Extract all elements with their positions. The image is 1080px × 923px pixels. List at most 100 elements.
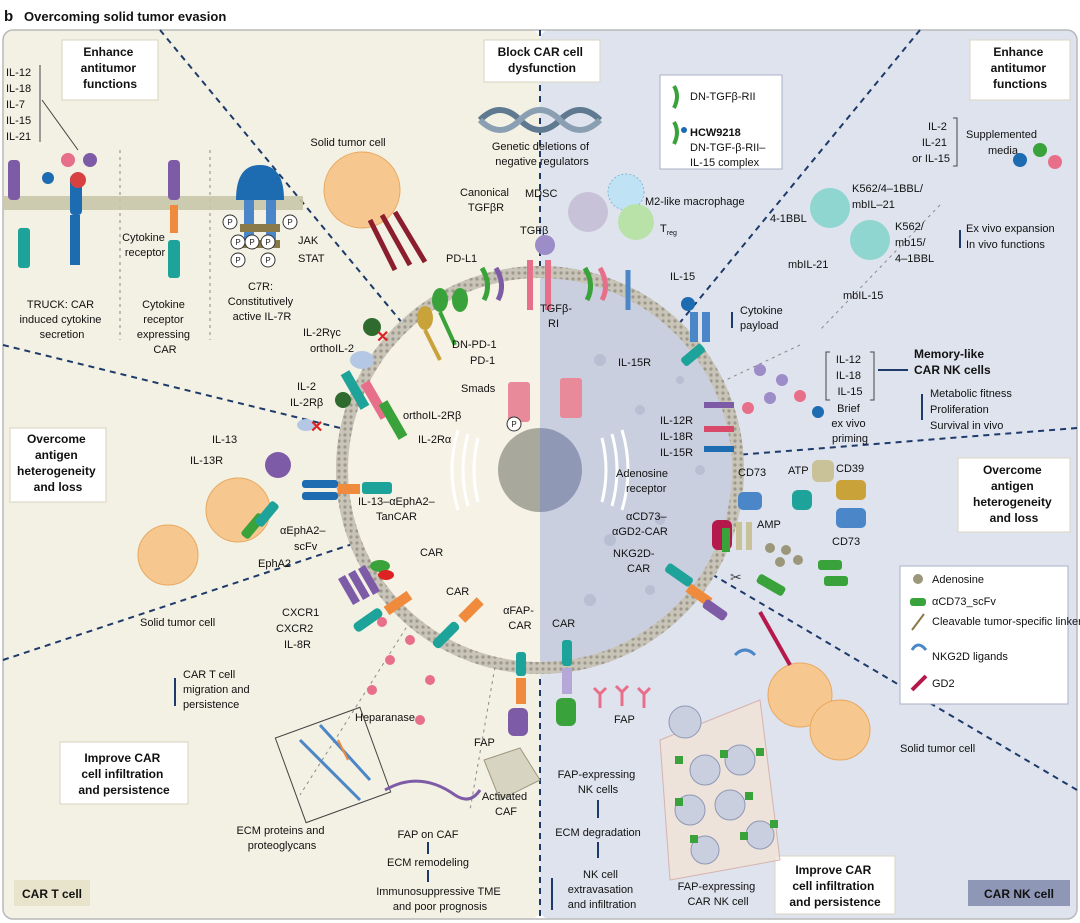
acd73-car-constructs [712,520,786,596]
il15r-label: IL-15R [618,357,651,369]
activated-caf-cell [483,747,541,801]
supp-cytokine-dots [1013,143,1062,169]
pd1-receptors [417,288,468,361]
pd1-label: PD-1 [470,355,495,367]
brief-priming-label: Brief ex vivo priming [831,403,868,445]
il15r-b-label: IL-15R [660,447,693,459]
treg-label: Treg [660,223,677,237]
priming-cytokines: IL-12 IL-18 IL-15 [836,354,864,398]
linker-line [911,613,925,631]
truck-car-receptor [8,153,97,268]
ecm-degradation-label: ECM degradation [555,827,641,839]
title-left-mid: Overcome antigen heterogeneity and loss [17,432,99,494]
scissors-icon: ✂ [730,569,742,585]
tancar-label: IL-13–αEphA2– TanCAR [358,496,438,523]
nk-cytokine-receptors [704,402,734,452]
mdsc-label: MDSC [525,188,557,200]
nkg2d-car-label: NKG2D- CAR [613,548,658,575]
fap-on-caf-label: FAP on CAF [398,829,459,841]
legend-gd2: GD2 [932,678,955,690]
released-scfv-glyphs [818,560,848,586]
supp-cytokines: IL-2 IL-21 or IL-15 [912,121,950,165]
title-right-top: Enhance antitumor functions [991,45,1050,91]
il2ra-label: IL-2Rα [418,434,452,446]
atp-blob [812,460,834,482]
red-x-bottom: ✕ [310,419,323,436]
il13-ligand [265,452,291,478]
car-nk-label: CAR [552,618,575,630]
panel-letter: b [4,8,13,25]
legend-box [899,565,1069,705]
cytokine-pointer [41,99,79,151]
smad-phospho [506,416,522,432]
four-1bbl-label: 4-1BBL [770,213,807,225]
ex-vivo-label: Ex vivo expansion In vivo functions [966,223,1058,251]
car-label-a: CAR [420,547,443,559]
mbil15-label: mbIL-15 [843,290,883,302]
svg-text:P: P [265,256,270,265]
label-car-nk-cell: CAR NK cell [984,887,1054,901]
priming-bracket [825,351,875,401]
migration-note: CAR T cell migration and persistence [183,669,253,711]
heparanase-glyphs [367,617,435,725]
solid-tumor-right-label: Solid tumor cell [900,743,975,755]
dn-tgfb-rii-label: DN-TGFβ-RII [690,91,756,103]
car-constructs-left [353,590,484,649]
il2ryc-label: IL-2Rγc [303,327,341,339]
tgfbr-receptors [479,235,631,310]
legend-nkg2d-ligands: NKG2D ligands [932,651,1008,663]
legend-labels: Adenosine αCD73_scFv Cleavable tumor-spe… [932,574,1080,690]
nk-cell-cluster [659,699,781,881]
cytokine-receptor-label: Cytokine receptor [122,232,168,259]
adenosine-dot [913,574,923,584]
il2-label: IL-2 [297,381,316,393]
nucleus-left [498,428,540,512]
ecm-fiber-bundle [274,706,392,824]
fap-caf-fiber [384,779,482,801]
il18r-label: IL-18R [660,431,693,443]
cd39-label: CD39 [836,463,864,475]
activated-caf-label: Activated CAF [482,791,530,818]
orthoil2-dot [363,318,381,336]
red-x-top: ✕ [376,329,389,346]
title-left-top: Enhance antitumor functions [81,45,140,91]
solid-tumor-top-label: Solid tumor cell [310,137,385,149]
supp-media-label: Supplemented media [966,129,1040,157]
il15-label: IL-15 [670,271,695,283]
pdl1-label: PD-L1 [446,253,477,265]
il12r-label: IL-12R [660,415,693,427]
nucleus-right [540,428,582,512]
svg-text:P: P [235,238,240,247]
supp-bracket [953,117,958,167]
solid-tumor-left-label: Solid tumor cell [140,617,215,629]
k562-bottom-label: K562/ mb15/ 4–1BBL [895,221,934,265]
canonical-tgfbr-label: Canonical TGFβR [460,187,512,214]
scfv-glyph [910,598,926,606]
ecm-caption: ECM proteins and proteoglycans [236,825,327,852]
atp-label: ATP [788,465,809,477]
title-center-top: Block CAR cell dysfunction [498,45,587,75]
ortho-il2-label: orthoIL-2 [310,343,354,355]
truck-caption: TRUCK: CAR induced cytokine secretion [19,299,104,341]
metabolic-label: Metabolic fitness Proliferation Survival… [930,388,1015,432]
ligand-glyph [910,643,928,651]
chemokine-receptor-bundle [338,560,394,605]
adenosine-receptor-label: Adenosine receptor [616,468,671,495]
fap-right-label: FAP [614,714,635,726]
svg-text:P: P [287,218,292,227]
gd2-car-stalk [758,611,792,666]
svg-text:P: P [227,218,232,227]
legend-adenosine: Adenosine [932,574,984,586]
label-car-t-cell: CAR T cell [22,887,82,901]
adenosine-dots [765,543,803,567]
il2-receptor-complex [335,351,408,440]
fap-glyphs-right [592,684,652,708]
section-title-boxes [9,39,1071,915]
immunosuppressive-label: Immunosuppressive TME and poor prognosis [376,886,504,913]
hcw9218-glyph [672,120,679,145]
nkg2d-car-constructs [665,563,728,621]
tancar-construct [302,480,392,500]
cd73-right-label: CD73 [832,536,860,548]
cd39-cd73-enzymes [738,480,866,528]
